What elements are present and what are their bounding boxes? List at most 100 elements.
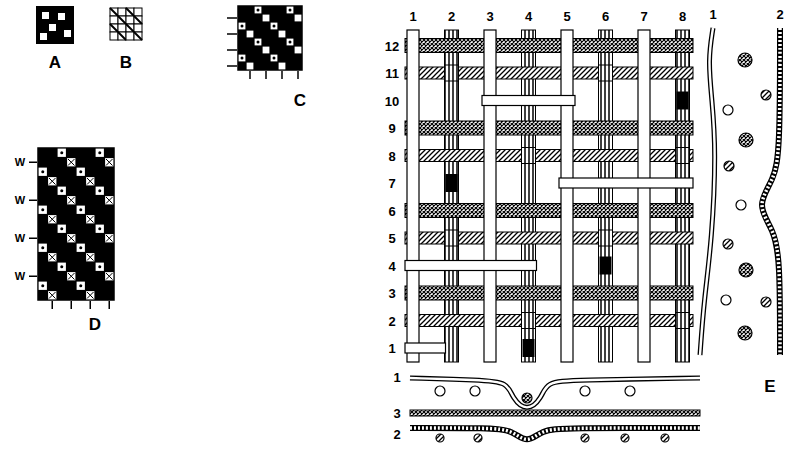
pick-marker [227, 65, 237, 67]
draft-cell [39, 206, 47, 214]
draft-cross [87, 216, 94, 223]
draft-cell [110, 24, 118, 32]
sample-spot [42, 12, 49, 19]
draft-cell [67, 253, 75, 261]
stitch-thread-core [410, 428, 700, 439]
draft-cell [105, 158, 113, 166]
sample-fill [36, 6, 74, 44]
draft-dot [79, 246, 82, 249]
warp-section [700, 28, 780, 355]
warp-float [676, 148, 690, 164]
draft-dot [98, 265, 101, 268]
draft-dot [98, 151, 101, 154]
draft-cell [48, 196, 56, 204]
draft-cell [39, 244, 47, 252]
warp-float [599, 65, 613, 81]
draft-cell [39, 168, 47, 176]
draft-cell [247, 47, 254, 54]
warp-point [600, 257, 612, 275]
draft-cell [287, 55, 294, 62]
figure-letter: B [120, 54, 132, 71]
end-marker [52, 301, 54, 309]
weft-number: 2 [388, 314, 395, 327]
hatched-warp [676, 30, 690, 362]
draft-dot [289, 41, 292, 44]
end-marker [297, 71, 299, 79]
draft-cell [105, 234, 113, 242]
draft-cell [255, 39, 262, 46]
draft-cell [86, 177, 94, 185]
draft-dot [79, 208, 82, 211]
draft-cell [48, 158, 56, 166]
draft-cell [67, 215, 75, 223]
pick-marker [227, 33, 237, 35]
pick-mark-letter: W [15, 157, 25, 168]
hatched-thread [621, 434, 629, 442]
open-thread [723, 105, 733, 115]
draft-cell [295, 15, 302, 22]
dark-thread [738, 326, 752, 340]
warp-float [445, 230, 459, 246]
binder-thread-core [410, 378, 700, 407]
draft-cell [239, 55, 246, 62]
draft-mark [134, 32, 142, 40]
dark-thread [739, 263, 753, 277]
draft-cell [67, 196, 75, 204]
draft-cell [271, 23, 278, 30]
draft-cell [86, 291, 94, 299]
draft-cell [239, 7, 246, 14]
draft-cell [279, 63, 286, 70]
draft-cell [279, 15, 286, 22]
draft-cell [263, 47, 270, 54]
draft-cell [263, 63, 270, 70]
draft-cross [49, 178, 56, 185]
weft-number: 6 [388, 204, 395, 217]
end-marker [265, 71, 267, 79]
warp-number: 4 [525, 10, 532, 23]
binder-weft [559, 178, 693, 188]
draft-cross [106, 273, 113, 280]
weft-number: 11 [385, 67, 399, 80]
draft-cross [68, 159, 75, 166]
draft-cell [287, 23, 294, 30]
draft-cell [67, 272, 75, 280]
draft-dot [41, 170, 44, 173]
weft-number: 9 [388, 122, 395, 135]
draft-cell [96, 149, 104, 157]
draft-cell [271, 55, 278, 62]
figure-letter: E [764, 378, 775, 395]
draft-cell [239, 39, 246, 46]
draft-cell [58, 187, 66, 195]
draft-cell [279, 47, 286, 54]
draft-dot [273, 25, 276, 28]
draft-mark [126, 24, 134, 32]
binder-thread [410, 378, 700, 407]
warp-number: 2 [448, 10, 455, 23]
hatched-warp [599, 30, 613, 362]
draft-cell [39, 263, 47, 271]
draft-cell [263, 31, 270, 38]
draft-cell [247, 63, 254, 70]
draft-dot [98, 189, 101, 192]
binder-thread [700, 28, 715, 355]
warp-float [599, 230, 613, 246]
draft-cell [58, 282, 66, 290]
draft-cell [67, 158, 75, 166]
weave-draft-c [227, 6, 302, 79]
draft-cell [77, 225, 85, 233]
sample-spot [40, 33, 47, 40]
warp-number: 1 [409, 10, 416, 23]
draft-cell [77, 244, 85, 252]
draft-cell [279, 31, 286, 38]
draft-dot [241, 25, 244, 28]
draft-mark [118, 32, 126, 40]
binder-weft [405, 261, 537, 271]
end-marker [90, 301, 92, 309]
weave-draft-d [29, 148, 114, 309]
draft-dot [257, 41, 260, 44]
white-warp [561, 30, 573, 362]
draft-ground [238, 6, 302, 70]
weft-number: 4 [388, 259, 395, 272]
draft-cell [271, 39, 278, 46]
pick-mark-letter: W [15, 233, 25, 244]
